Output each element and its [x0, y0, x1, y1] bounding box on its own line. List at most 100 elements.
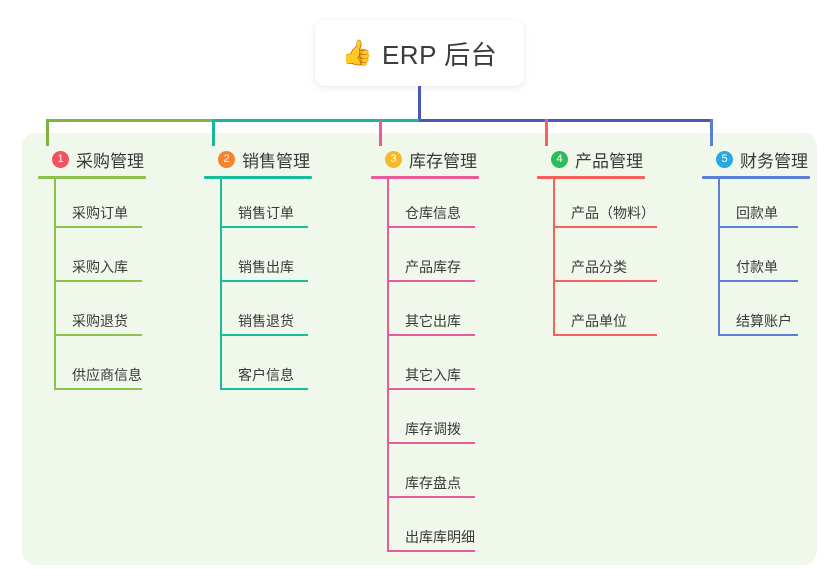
- leaf-rule: [54, 280, 142, 282]
- leaf-node[interactable]: 采购退货: [54, 287, 146, 341]
- leaf-rule: [387, 388, 475, 390]
- leaf-label: 库存盘点: [405, 475, 461, 491]
- leaf-label: 其它出库: [405, 313, 461, 329]
- leaf-label: 仓库信息: [405, 205, 461, 221]
- leaf-node[interactable]: 库存盘点: [387, 449, 479, 503]
- leaf-node[interactable]: 采购入库: [54, 233, 146, 287]
- leaf-rule: [54, 226, 142, 228]
- column-title-5: 财务管理: [740, 151, 808, 171]
- connector-bar-segment-3: [419, 119, 713, 122]
- leaf-node[interactable]: 出库库明细: [387, 503, 479, 557]
- leaf-label: 采购退货: [72, 313, 128, 329]
- root-title: ERP 后台: [381, 39, 498, 70]
- leaf-label: 采购订单: [72, 205, 128, 221]
- leaf-rule: [220, 388, 308, 390]
- leaf-label: 出库库明细: [405, 529, 475, 545]
- column-badge-3: 3: [385, 150, 402, 168]
- connector-trunk: [418, 84, 421, 122]
- leaf-node[interactable]: 销售退货: [220, 287, 312, 341]
- leaf-rule: [553, 334, 657, 336]
- leaf-node[interactable]: 结算账户: [718, 287, 810, 341]
- column-body-5: 回款单付款单结算账户: [718, 179, 810, 341]
- column-header-3[interactable]: 3 库存管理: [371, 146, 479, 172]
- leaf-node[interactable]: 产品分类: [553, 233, 657, 287]
- leaf-rule: [220, 226, 308, 228]
- column-body-3: 仓库信息产品库存其它出库其它入库库存调拨库存盘点出库库明细: [387, 179, 479, 557]
- column-title-4: 产品管理: [575, 151, 643, 171]
- leaf-label: 产品库存: [405, 259, 461, 275]
- column-2: 2 销售管理销售订单销售出库销售退货客户信息: [204, 146, 312, 395]
- leaf-node[interactable]: 销售订单: [220, 179, 312, 233]
- leaf-node[interactable]: 付款单: [718, 233, 810, 287]
- leaf-node[interactable]: 采购订单: [54, 179, 146, 233]
- leaf-rule: [718, 226, 798, 228]
- column-header-2[interactable]: 2 销售管理: [204, 146, 312, 172]
- leaf-rule: [387, 550, 475, 552]
- leaf-node[interactable]: 产品库存: [387, 233, 479, 287]
- leaf-node[interactable]: 产品单位: [553, 287, 657, 341]
- leaf-node[interactable]: 库存调拨: [387, 395, 479, 449]
- column-spine-5: [718, 179, 720, 336]
- leaf-label: 结算账户: [736, 313, 792, 329]
- leaf-rule: [220, 334, 308, 336]
- column-title-1: 采购管理: [76, 151, 144, 171]
- leaf-rule: [54, 334, 142, 336]
- column-spine-3: [387, 179, 389, 552]
- column-body-2: 销售订单销售出库销售退货客户信息: [220, 179, 312, 395]
- column-header-4[interactable]: 4 产品管理: [537, 146, 645, 172]
- column-badge-1: 1: [52, 150, 69, 168]
- leaf-node[interactable]: 销售出库: [220, 233, 312, 287]
- root-node[interactable]: 👍 ERP 后台: [315, 20, 524, 86]
- column-badge-4: 4: [551, 150, 568, 168]
- leaf-label: 库存调拨: [405, 421, 461, 437]
- leaf-rule: [718, 280, 798, 282]
- column-5: 5 财务管理回款单付款单结算账户: [702, 146, 810, 341]
- leaf-rule: [387, 226, 475, 228]
- column-4: 4 产品管理产品（物料） 产品分类产品单位: [537, 146, 657, 341]
- column-underline-4: [537, 176, 645, 179]
- leaf-node[interactable]: 客户信息: [220, 341, 312, 395]
- leaf-node[interactable]: 回款单: [718, 179, 810, 233]
- connector-drop-1: [46, 119, 49, 146]
- column-3: 3 库存管理仓库信息产品库存其它出库其它入库库存调拨库存盘点出库库明细: [371, 146, 479, 557]
- leaf-node[interactable]: 其它出库: [387, 287, 479, 341]
- leaf-rule: [718, 334, 798, 336]
- leaf-node[interactable]: 产品（物料）: [553, 179, 657, 233]
- connector-bar-segment-1: [46, 119, 212, 122]
- leaf-label: 采购入库: [72, 259, 128, 275]
- diagram-panel: [22, 133, 817, 565]
- leaf-label: 产品（物料）: [571, 205, 655, 221]
- leaf-label: 回款单: [736, 205, 778, 221]
- connector-drop-4: [545, 119, 548, 146]
- column-header-1[interactable]: 1 采购管理: [38, 146, 146, 172]
- leaf-rule: [54, 388, 142, 390]
- column-header-5[interactable]: 5 财务管理: [702, 146, 810, 172]
- column-title-3: 库存管理: [409, 151, 477, 171]
- thumbs-up-icon: 👍: [341, 38, 373, 67]
- column-badge-5: 5: [716, 150, 733, 168]
- leaf-node[interactable]: 供应商信息: [54, 341, 146, 395]
- column-title-2: 销售管理: [242, 151, 310, 171]
- leaf-rule: [387, 280, 475, 282]
- connector-drop-2: [212, 119, 215, 146]
- leaf-rule: [553, 280, 657, 282]
- leaf-label: 付款单: [736, 259, 778, 275]
- column-body-1: 采购订单采购入库采购退货供应商信息: [54, 179, 146, 395]
- column-underline-2: [204, 176, 312, 179]
- leaf-label: 销售订单: [238, 205, 294, 221]
- leaf-label: 销售出库: [238, 259, 294, 275]
- leaf-node[interactable]: 仓库信息: [387, 179, 479, 233]
- leaf-label: 销售退货: [238, 313, 294, 329]
- leaf-rule: [220, 280, 308, 282]
- leaf-node[interactable]: 其它入库: [387, 341, 479, 395]
- column-badge-2: 2: [218, 150, 235, 168]
- leaf-rule: [553, 226, 657, 228]
- column-underline-5: [702, 176, 810, 179]
- column-spine-4: [553, 179, 555, 336]
- leaf-label: 客户信息: [238, 367, 294, 383]
- column-underline-3: [371, 176, 479, 179]
- column-underline-1: [38, 176, 146, 179]
- leaf-label: 产品分类: [571, 259, 627, 275]
- connector-drop-3: [379, 119, 382, 146]
- column-body-4: 产品（物料） 产品分类产品单位: [553, 179, 657, 341]
